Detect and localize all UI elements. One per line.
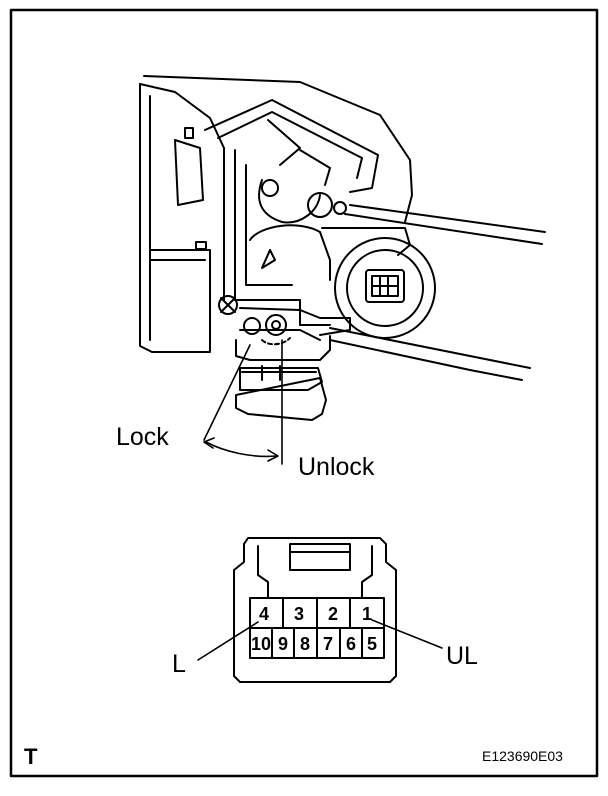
- pin-number: 7: [323, 634, 334, 654]
- leader-L: [197, 621, 259, 661]
- connector-front-view: [197, 537, 443, 683]
- figure-frame: [9, 8, 599, 778]
- pin-number: 6: [346, 634, 357, 654]
- door-lock-actuator-illustration: [139, 75, 546, 465]
- leader-UL: [371, 619, 443, 649]
- pin-number: 3: [294, 604, 305, 624]
- pin-number: 4: [259, 604, 270, 624]
- connector-housing: [233, 537, 397, 683]
- connector-latch: [289, 543, 351, 571]
- unlock-label: Unlock: [298, 453, 375, 481]
- pin-number: 10: [251, 634, 272, 654]
- rotation-arrow: [205, 441, 277, 458]
- pin-number: 9: [278, 634, 289, 654]
- actuator-connector-socket: [334, 237, 436, 339]
- pin-number: 1: [362, 604, 373, 624]
- terminal-UL-label: UL: [446, 642, 478, 670]
- corner-mark: T: [24, 744, 38, 769]
- terminal-L-label: L: [172, 650, 186, 678]
- pin-number: 8: [300, 634, 311, 654]
- figure-code: E123690E03: [482, 748, 563, 764]
- lock-label: Lock: [116, 423, 169, 451]
- pin-number: 2: [328, 604, 339, 624]
- pin-number: 5: [367, 634, 378, 654]
